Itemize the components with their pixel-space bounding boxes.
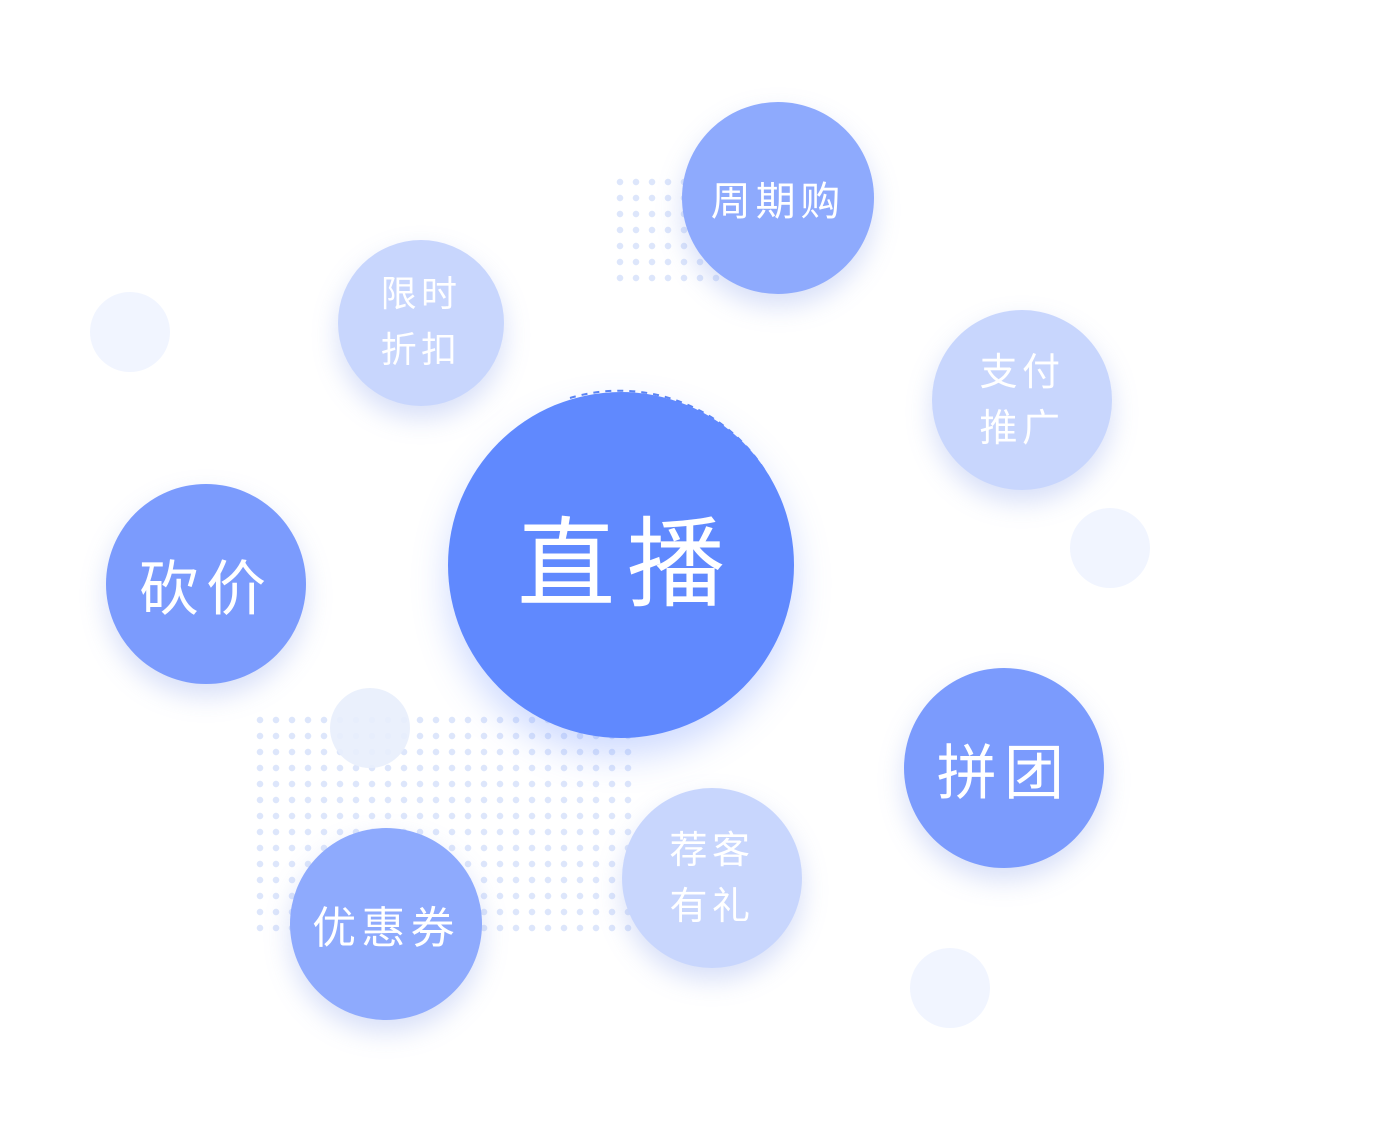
group-buy-bubble[interactable]: 拼团 [904, 668, 1104, 868]
referral-gift-bubble[interactable]: 荐客 有礼 [622, 788, 802, 968]
decorative-circle [1070, 508, 1150, 588]
live-stream-bubble[interactable]: 直播 [448, 392, 794, 738]
subscription-purchase-bubble[interactable]: 周期购 [682, 102, 874, 294]
payment-promotion-bubble[interactable]: 支付 推广 [932, 310, 1112, 490]
decorative-circle [90, 292, 170, 372]
coupon-bubble[interactable]: 优惠券 [290, 828, 482, 1020]
limited-time-discount-bubble[interactable]: 限时 折扣 [338, 240, 504, 406]
limited-time-discount-label: 限时 折扣 [380, 274, 462, 371]
live-stream-label: 直播 [517, 508, 737, 622]
decorative-circle [910, 948, 990, 1028]
subscription-purchase-label: 周期购 [710, 179, 846, 225]
decorative-circle [330, 688, 410, 768]
payment-promotion-label: 支付 推广 [979, 350, 1065, 450]
bargain-bubble[interactable]: 砍价 [106, 484, 306, 684]
group-buy-label: 拼团 [936, 738, 1072, 809]
referral-gift-label: 荐客 有礼 [669, 828, 755, 928]
bargain-label: 砍价 [138, 554, 274, 625]
coupon-label: 优惠券 [312, 903, 460, 954]
